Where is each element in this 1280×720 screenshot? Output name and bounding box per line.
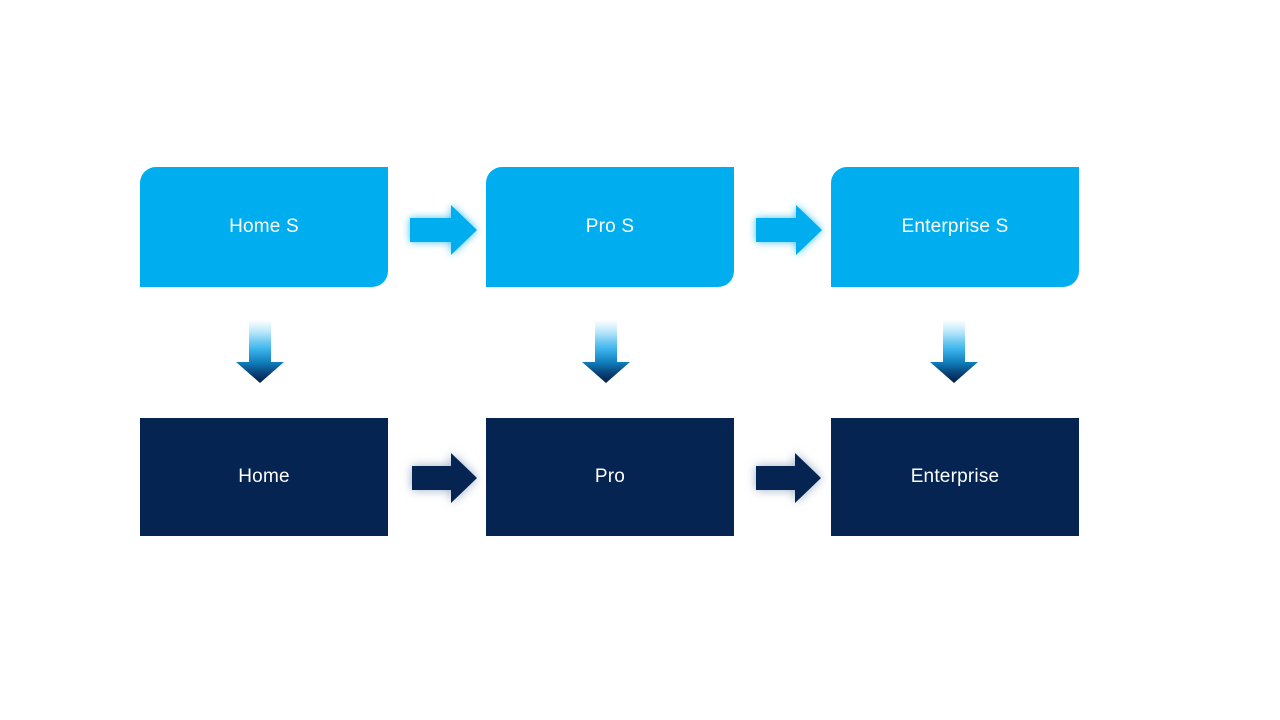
right-arrow-icon: [412, 453, 477, 503]
box-pro: Pro: [486, 418, 734, 536]
box-home-label: Home: [238, 466, 290, 487]
box-home-s: Home S: [140, 167, 388, 287]
down-arrow-icon: [236, 320, 284, 383]
box-pro-s: Pro S: [486, 167, 734, 287]
box-pro-s-label: Pro S: [585, 216, 635, 237]
down-arrow-icon: [930, 320, 978, 383]
box-pro-label: Pro: [594, 466, 626, 487]
right-arrow-icon: [410, 205, 477, 255]
box-enterprise: Enterprise: [831, 418, 1079, 536]
box-home-s-label: Home S: [229, 216, 299, 237]
box-enterprise-s-label: Enterprise S: [901, 216, 1009, 237]
right-arrow-icon: [756, 205, 822, 255]
box-enterprise-label: Enterprise: [910, 466, 1000, 487]
right-arrow-icon: [756, 453, 821, 503]
box-enterprise-s: Enterprise S: [831, 167, 1079, 287]
down-arrow-icon: [582, 320, 630, 383]
box-home: Home: [140, 418, 388, 536]
